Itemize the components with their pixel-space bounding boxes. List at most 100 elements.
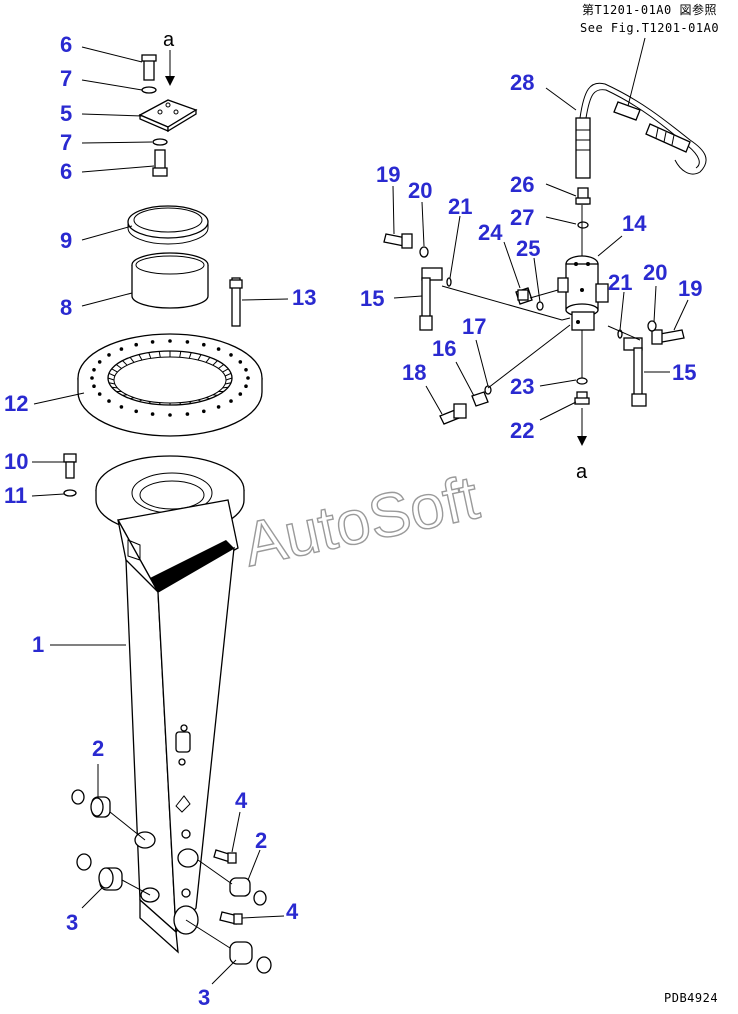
bearing-12	[77, 333, 263, 437]
swivel-joint-14	[557, 255, 609, 331]
callout-1: 1	[32, 632, 44, 657]
bolt-hole	[134, 409, 138, 414]
oring-17	[484, 385, 492, 395]
bushing-2-left	[71, 789, 111, 818]
callout-5: 5	[60, 101, 72, 126]
gear-tooth	[197, 354, 202, 361]
bolt-19-left	[383, 233, 413, 249]
tube-28	[575, 82, 707, 179]
callout-3: 3	[198, 985, 210, 1010]
elbow-24	[515, 287, 533, 305]
callout-labels: 6 7 5 7 6 9 8 13 12 10 11 1 2 4 2 3 4 3 …	[4, 32, 702, 1010]
gear-tooth	[129, 397, 135, 400]
bolt-hole	[92, 384, 96, 389]
callout-20: 20	[408, 178, 432, 203]
gear-tooth	[148, 401, 152, 404]
gear-tooth	[111, 386, 118, 389]
bolt-hole	[107, 399, 111, 403]
callout-16: 16	[432, 336, 456, 361]
oring-23	[576, 377, 588, 385]
bolt-hole	[229, 353, 233, 357]
ring-8	[131, 252, 209, 309]
bolt-hole	[246, 376, 250, 380]
callout-11: 11	[4, 483, 27, 508]
callout-13: 13	[292, 285, 316, 310]
callout-6: 6	[60, 159, 72, 184]
callout-18: 18	[402, 360, 426, 385]
bolt-hole	[168, 339, 172, 343]
callout-9: 9	[60, 228, 72, 253]
reference-line-jp: 第T1201-01A0 図参照	[582, 2, 717, 17]
bolt-6-top	[141, 54, 157, 81]
gear-tooth	[218, 364, 225, 369]
bolt-19-right	[651, 329, 685, 345]
bolt-hole	[150, 412, 155, 416]
gear-tooth	[222, 368, 229, 373]
oring-21-left	[446, 277, 452, 287]
washer-20-right	[647, 320, 657, 332]
gear-tooth	[107, 377, 115, 381]
callout-7: 7	[60, 130, 72, 155]
bolt-hole	[216, 347, 221, 351]
watermark: AutoSoft	[238, 463, 485, 580]
callout-28: 28	[510, 70, 534, 95]
washer-7-top	[141, 86, 157, 94]
callout-12: 12	[4, 391, 28, 416]
callout-22: 22	[510, 418, 534, 443]
figure-code: PDB4924	[664, 991, 718, 1005]
gear-tooth	[111, 368, 118, 373]
bolt-hole	[244, 368, 248, 372]
gear-tooth	[188, 352, 192, 359]
gear-tooth	[222, 386, 229, 389]
callout-3: 3	[66, 910, 78, 935]
bolt-hole	[92, 368, 96, 372]
assembly-lines	[441, 205, 641, 389]
callout-2: 2	[255, 828, 267, 853]
oring-25	[536, 301, 544, 311]
callout-21: 21	[448, 194, 472, 219]
callout-15: 15	[672, 360, 696, 385]
gear-tooth	[224, 372, 232, 377]
bolt-hole	[238, 360, 243, 364]
bushing-3-left	[76, 853, 123, 891]
gear-tooth	[138, 399, 143, 402]
gear-tooth	[148, 352, 152, 359]
bolt-hole	[97, 360, 102, 364]
callout-21: 21	[608, 270, 632, 295]
left-leader-lines	[31, 46, 289, 985]
callout-27: 27	[510, 205, 534, 230]
bolt-hole	[229, 399, 233, 403]
bolt-hole	[119, 405, 124, 409]
bushing-2-right	[229, 877, 267, 906]
gear-tooth	[212, 394, 218, 396]
gear-tooth	[197, 399, 202, 402]
callout-20: 20	[643, 260, 667, 285]
bolt-10	[63, 453, 77, 479]
callout-25: 25	[516, 236, 540, 261]
gear-tooth	[115, 364, 122, 369]
gear-tooth	[188, 401, 192, 404]
gear-tooth	[225, 377, 233, 381]
reference-line-en: See Fig.T1201-01A0	[580, 21, 719, 35]
direction-label-top: a	[163, 29, 175, 51]
gear-tooth	[129, 356, 135, 363]
bolt-18	[439, 403, 467, 425]
right-leader-lines	[392, 87, 689, 421]
callout-14: 14	[622, 211, 647, 236]
bracket-15-left	[419, 267, 443, 331]
nipple-26	[575, 187, 591, 205]
washer-20-left	[419, 246, 429, 258]
bolt-4-upper	[213, 849, 237, 864]
gear-tooth	[205, 397, 211, 400]
gear-tooth	[212, 360, 218, 366]
bolt-6-bottom	[152, 149, 168, 177]
gear-tooth	[179, 402, 182, 405]
bolt-13	[229, 277, 243, 327]
callout-24: 24	[478, 220, 503, 245]
callout-2: 2	[92, 736, 104, 761]
bolt-hole	[168, 413, 172, 417]
washer-7-bottom	[152, 138, 168, 146]
bolt-hole	[238, 392, 243, 396]
